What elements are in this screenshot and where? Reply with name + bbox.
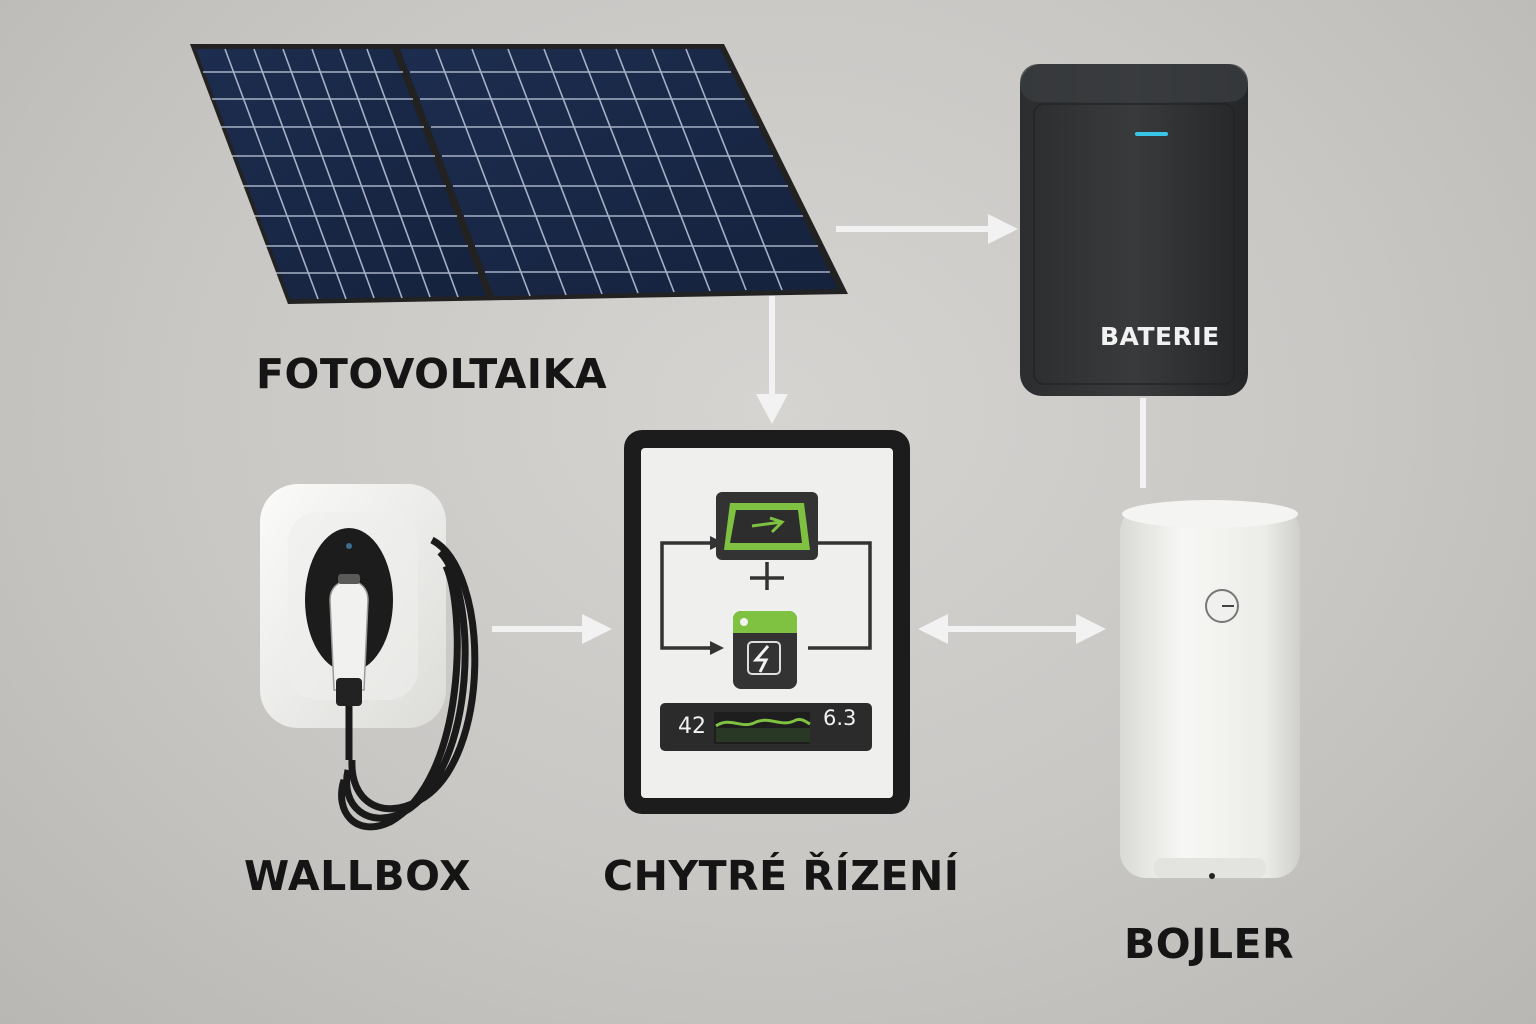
label-fotovoltaika: FOTOVOLTAIKA — [256, 350, 608, 398]
screen-metric-left: 42 — [678, 714, 706, 739]
battery-unit — [1020, 64, 1248, 396]
arrow-pv-to-control — [756, 296, 788, 424]
battery-led-icon — [1135, 132, 1168, 136]
screen-stats-panel — [660, 703, 872, 751]
boiler-unit — [1120, 500, 1300, 879]
wallbox-charger — [260, 484, 479, 831]
screen-metric-right: 6.3 — [823, 706, 857, 730]
screen-battery-icon — [733, 611, 797, 689]
tablet-controller — [624, 430, 910, 814]
label-baterie: BATERIE — [1100, 322, 1220, 351]
label-wallbox: WALLBOX — [244, 852, 472, 900]
solar-panel — [190, 44, 848, 304]
arrow-pv-to-battery — [836, 214, 1018, 244]
screen-solar-icon — [716, 492, 818, 560]
label-bojler: BOJLER — [1124, 920, 1295, 968]
label-chytre-rizeni: CHYTRÉ ŘÍZENÍ — [603, 852, 960, 900]
connector-arrows — [492, 214, 1146, 644]
arrow-wallbox-to-control — [492, 614, 612, 644]
thermometer-gauge-icon — [1205, 589, 1239, 623]
arrow-control-boiler — [918, 614, 1106, 644]
